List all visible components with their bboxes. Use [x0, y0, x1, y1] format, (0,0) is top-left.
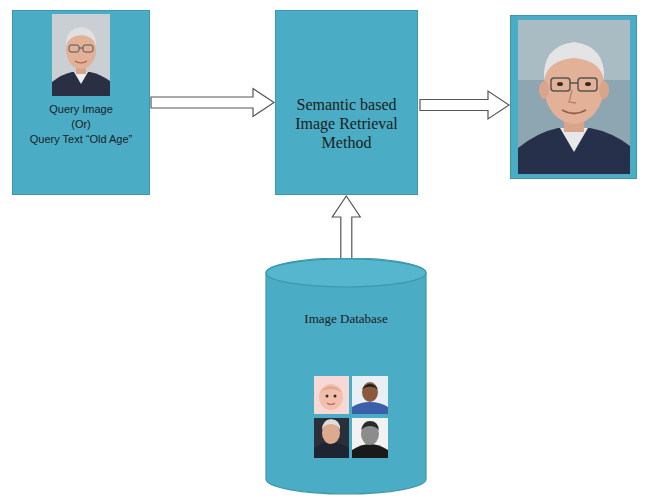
process-box: Semantic based Image Retrieval Method — [275, 10, 418, 195]
label-line: Image Database — [265, 311, 427, 327]
label-line: Query Image — [13, 102, 149, 117]
label-line: Semantic based Image Retrieval Method — [276, 95, 417, 152]
text-group: Query Image(Or)Query Text “Old Age” — [13, 102, 149, 147]
block-arrow — [332, 196, 360, 261]
node-label: Query Image — [13, 102, 149, 117]
node-label: Semantic based Image Retrieval Method — [284, 95, 410, 152]
text-group: Image Database — [265, 311, 427, 327]
query-box: Query Image(Or)Query Text “Old Age” — [12, 10, 150, 195]
query-face-photo — [52, 14, 110, 96]
result-image-box — [510, 15, 637, 179]
text-group: Semantic based Image Retrieval Method — [276, 95, 417, 152]
label-line: Query Text “Old Age” — [13, 132, 149, 147]
node-label: Image Database — [265, 311, 427, 327]
node-label: Query Text “Old Age” — [13, 132, 149, 147]
database-thumbnails — [314, 376, 388, 458]
result-face-photo — [518, 20, 630, 174]
node-label: (Or) — [13, 117, 149, 132]
output-arrow — [420, 91, 509, 119]
label-line: (Or) — [13, 117, 149, 132]
database-cylinder: Image Database — [265, 258, 427, 495]
block-arrow — [151, 89, 274, 117]
